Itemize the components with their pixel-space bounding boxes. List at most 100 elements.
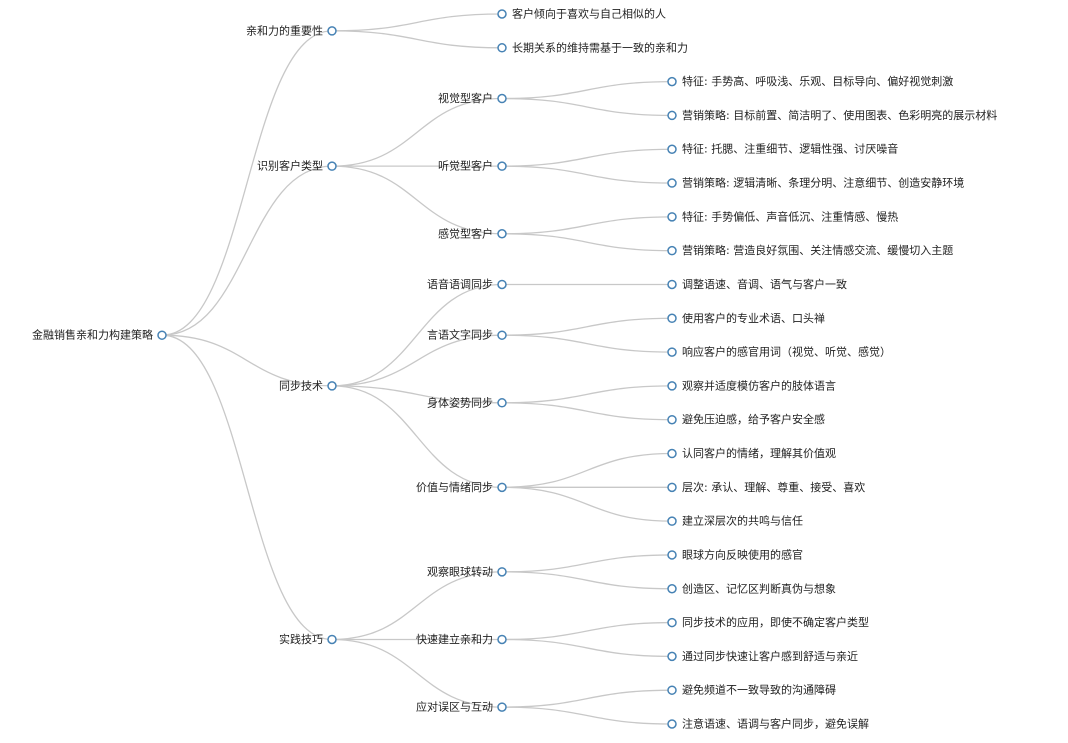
node-circle[interactable] — [667, 347, 677, 357]
node-circle[interactable] — [667, 245, 677, 256]
leaf-node[interactable]: 特征: 托腮、注重细节、逻辑性强、讨厌噪音 — [667, 142, 898, 156]
node-label: 客户倾向于喜欢与自己相似的人 — [512, 7, 666, 21]
leaf-node[interactable]: 创造区、记忆区判断真伪与想象 — [667, 581, 836, 595]
node-circle[interactable] — [497, 482, 507, 493]
node-circle[interactable] — [667, 516, 677, 526]
leaf-node[interactable]: 特征: 手势偏低、声音低沉、注重情感、慢热 — [667, 209, 898, 223]
branch-node[interactable]: 言语文字同步 — [427, 328, 507, 342]
node-label: 认同客户的情绪，理解其价值观 — [682, 446, 836, 460]
branch-node[interactable]: 感觉型客户 — [438, 226, 507, 240]
node-circle[interactable] — [327, 26, 337, 36]
leaf-node[interactable]: 眼球方向反映使用的感官 — [667, 547, 803, 561]
leaf-node[interactable]: 同步技术的应用，即使不确定客户类型 — [667, 615, 869, 629]
node-label: 长期关系的维持需基于一致的亲和力 — [512, 40, 688, 54]
node-circle[interactable] — [497, 229, 507, 239]
node-circle[interactable] — [497, 93, 507, 104]
node-circle[interactable] — [497, 634, 507, 645]
leaf-node[interactable]: 认同客户的情绪，理解其价值观 — [667, 446, 836, 460]
branch-connector — [331, 638, 503, 708]
branch-node[interactable]: 价值与情绪同步 — [416, 480, 507, 494]
branch-node[interactable]: 应对误区与互动 — [416, 700, 507, 714]
node-circle[interactable] — [497, 9, 507, 19]
node-circle[interactable] — [667, 482, 677, 493]
node-label: 应对误区与互动 — [416, 700, 493, 714]
leaf-node[interactable]: 营销策略: 逻辑清晰、条理分明、注意细节、创造安静环境 — [667, 176, 964, 190]
branch-connector — [501, 452, 673, 488]
node-label: 创造区、记忆区判断真伪与想象 — [682, 581, 836, 595]
node-circle[interactable] — [497, 161, 507, 171]
leaf-node[interactable]: 避免压迫感，给予客户安全感 — [667, 412, 825, 426]
node-label: 建立深层次的共鸣与信任 — [682, 514, 803, 528]
leaf-node[interactable]: 客户倾向于喜欢与自己相似的人 — [497, 7, 666, 21]
branch-node[interactable]: 实践技巧 — [279, 632, 337, 646]
node-label: 观察并适度模仿客户的肢体语言 — [682, 378, 836, 392]
node-label: 语音语调同步 — [427, 277, 493, 291]
branch-connector — [501, 689, 673, 708]
node-circle[interactable] — [667, 381, 677, 391]
node-label: 价值与情绪同步 — [416, 480, 493, 494]
leaf-node[interactable]: 特征: 手势高、呼吸浅、乐观、目标导向、偏好视觉刺激 — [667, 74, 953, 88]
branch-node[interactable]: 观察眼球转动 — [427, 564, 507, 578]
node-circle[interactable] — [667, 313, 677, 324]
node-circle[interactable] — [667, 178, 677, 188]
node-circle[interactable] — [327, 161, 337, 171]
branch-node[interactable]: 视觉型客户 — [438, 91, 507, 105]
node-circle[interactable] — [497, 398, 507, 408]
node-circle[interactable] — [497, 43, 507, 53]
branch-node[interactable]: 亲和力的重要性 — [246, 23, 337, 37]
branch-node[interactable]: 快速建立亲和力 — [416, 632, 507, 646]
node-circle[interactable] — [667, 719, 677, 729]
branch-node[interactable]: 识别客户类型 — [257, 159, 337, 173]
node-circle[interactable] — [667, 414, 677, 425]
branch-connector — [331, 283, 503, 387]
node-circle[interactable] — [667, 212, 677, 222]
node-label: 快速建立亲和力 — [416, 632, 493, 646]
node-circle[interactable] — [667, 448, 677, 459]
leaf-node[interactable]: 营销策略: 目标前置、简洁明了、使用图表、色彩明亮的展示材料 — [667, 108, 997, 122]
node-circle[interactable] — [667, 279, 677, 290]
node-circle[interactable] — [497, 702, 507, 712]
node-circle[interactable] — [497, 279, 507, 290]
node-circle[interactable] — [667, 110, 677, 121]
leaf-node[interactable]: 层次: 承认、理解、尊重、接受、喜欢 — [667, 480, 865, 494]
node-circle[interactable] — [497, 330, 507, 340]
node-circle[interactable] — [667, 144, 677, 154]
branch-node[interactable]: 听觉型客户 — [438, 159, 507, 173]
node-label: 金融销售亲和力构建策略 — [32, 328, 153, 342]
node-circle[interactable] — [667, 550, 677, 560]
leaf-node[interactable]: 响应客户的感官用词（视觉、听觉、感觉） — [667, 345, 891, 359]
node-circle[interactable] — [667, 617, 677, 628]
leaf-node[interactable]: 营销策略: 营造良好氛围、关注情感交流、缓慢切入主题 — [667, 243, 953, 257]
node-circle[interactable] — [667, 651, 677, 662]
leaf-node[interactable]: 使用客户的专业术语、口头禅 — [667, 311, 825, 325]
node-label: 调整语速、音调、语气与客户一致 — [682, 277, 847, 291]
branch-node[interactable]: 身体姿势同步 — [427, 395, 507, 409]
leaf-node[interactable]: 观察并适度模仿客户的肢体语言 — [667, 378, 836, 392]
leaf-node[interactable]: 避免频道不一致导致的沟通障碍 — [667, 683, 836, 697]
branch-node[interactable]: 同步技术 — [279, 379, 337, 392]
leaf-node[interactable]: 调整语速、音调、语气与客户一致 — [667, 277, 847, 291]
leaf-node[interactable]: 建立深层次的共鸣与信任 — [667, 514, 803, 528]
leaf-node[interactable]: 长期关系的维持需基于一致的亲和力 — [497, 40, 688, 54]
root-node[interactable]: 金融销售亲和力构建策略 — [32, 328, 167, 342]
branch-connector — [501, 97, 673, 117]
branch-connector — [161, 30, 333, 336]
node-circle[interactable] — [497, 567, 507, 577]
leaf-node[interactable]: 通过同步快速让客户感到舒适与亲近 — [667, 649, 858, 663]
links-layer — [161, 13, 673, 725]
node-circle[interactable] — [667, 76, 677, 87]
branch-connector — [501, 706, 673, 725]
branch-node[interactable]: 语音语调同步 — [427, 277, 507, 291]
branch-connector — [501, 571, 673, 590]
node-label: 特征: 手势偏低、声音低沉、注重情感、慢热 — [682, 209, 898, 223]
branch-connector — [501, 385, 673, 404]
node-circle[interactable] — [667, 584, 677, 594]
node-circle[interactable] — [157, 330, 167, 340]
node-circle[interactable] — [667, 685, 677, 695]
leaf-node[interactable]: 注意语速、语调与客户同步，避免误解 — [667, 717, 869, 731]
node-circle[interactable] — [327, 381, 337, 391]
node-label: 身体姿势同步 — [427, 395, 493, 409]
node-circle[interactable] — [327, 634, 337, 645]
node-label: 特征: 手势高、呼吸浅、乐观、目标导向、偏好视觉刺激 — [682, 74, 953, 88]
